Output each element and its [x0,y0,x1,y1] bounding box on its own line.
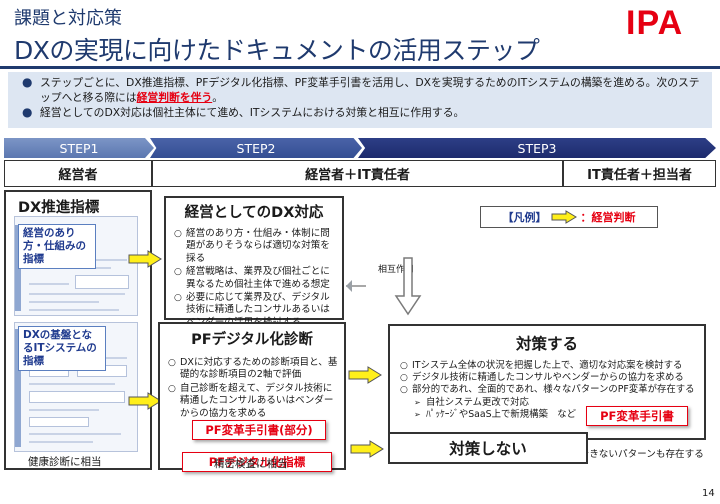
role-it-manager-staff: IT責任者＋担当者 [563,160,716,187]
role-executive-it-manager: 経営者＋IT責任者 [152,160,563,187]
decision-arrow-icon [350,440,384,458]
pf-diagnosis-box: PFデジタル化診断 ○DXに対応するための診断項目と、基礎的な診断項目の2軸で評… [158,322,346,470]
step-2-chevron: STEP2 [150,138,362,158]
page-number: 14 [702,488,715,499]
list-sub-item: ➢ﾊﾟｯｹｰｼﾞやSaaS上で新規構築 など [414,408,576,420]
pf-diagnosis-title: PFデジタル化診断 [191,332,313,348]
legend: 【凡例】 ：経営判断 [480,206,658,228]
tag-management-indicators: 経営のあり方・仕組みの指標 [18,224,96,269]
list-item: ○デジタル技術に精通したコンサルやベンダーからの協力を求める [400,372,684,384]
list-sub-item: ➢自社システム更改で対応 [414,396,529,408]
legend-label: ：経営判断 [580,211,636,224]
management-dx-box: 経営としてのDX対応 ○経営のあり方・仕組み・体制に問題がありそうならば適切な対… [164,196,344,328]
dx-index-title: DX推進指標 [18,200,100,216]
list-item: ○DXに対応するための診断項目と、基礎的な診断項目の2軸で評価 [168,357,338,381]
bullet-icon: ● [22,75,33,89]
step-3-chevron: STEP3 [358,138,716,158]
highlight-management-decision: 経営判断を伴う [136,91,213,104]
list-item: ○部分的であれ、全面的であれ、様々なパターンのPF変革が存在する [400,384,695,396]
mutual-interaction-label: 相互作用 [378,265,415,275]
pf-digitalization-index-label: PFデジタル化指標 [182,452,332,472]
list-item: ○ITシステム全体の状況を把握した上で、適切な対応案を検討する [400,360,683,371]
decision-arrow-icon [128,392,162,410]
intro-box: ● ステップごとに、DX推進指標、PFデジタル化指標、PF変革手引書を活用し、D… [8,72,712,128]
mutual-interaction-arrow-icon [346,257,422,316]
pf-transformation-guide-label: PF変革手引書 [586,406,688,426]
role-executive: 経営者 [4,160,152,187]
decision-arrow-icon [551,210,577,224]
detailed-exam-caption: 精密検査に相当 [214,458,288,470]
intro-bullet-1: ● ステップごとに、DX推進指標、PFデジタル化指標、PF変革手引書を活用し、D… [22,75,700,104]
legend-prefix: 【凡例】 [502,211,547,224]
slide-subtitle: 課題と対応策 [14,8,122,29]
management-dx-title: 経営としてのDX対応 [184,205,324,221]
health-check-caption: 健康診断に相当 [28,456,102,468]
tag-it-system-indicators: DXの基盤となるITシステムの指標 [18,326,106,371]
list-item: ○経営戦略は、業界及び個社ごとに異なるため個社主体で進める想定 [174,266,330,290]
list-item: ○自己診断を超えて、デジタル技術に精通したコンサルあるいはベンダーからの協力を求… [168,382,334,419]
ipa-logo: IPA [626,4,684,42]
pf-transformation-guide-partial-label: PF変革手引書(部分) [192,420,326,440]
bullet-icon: ● [22,105,33,119]
list-item: ○経営のあり方・仕組み・体制に問題がありそうならば適切な対策を採る [174,228,330,264]
decision-arrow-icon [348,366,382,384]
document-thumbnail-it-system [14,322,138,452]
slide-title: DXの実現に向けたドキュメントの活用ステップ [14,36,540,65]
decision-arrow-icon [128,250,162,268]
take-action-title: 対策する [515,335,578,353]
no-action-box: 対策しない [388,432,588,464]
header-divider [0,66,720,69]
no-action-title: 対策しない [449,440,527,458]
step-1-chevron: STEP1 [4,138,154,158]
footnote: ※手引書で対策できないパターンも存在する [514,449,704,460]
intro-bullet-2: ● 経営としてのDX対応は個社主体にて進め、ITシステムにおける対策と相互に作用… [22,105,465,119]
